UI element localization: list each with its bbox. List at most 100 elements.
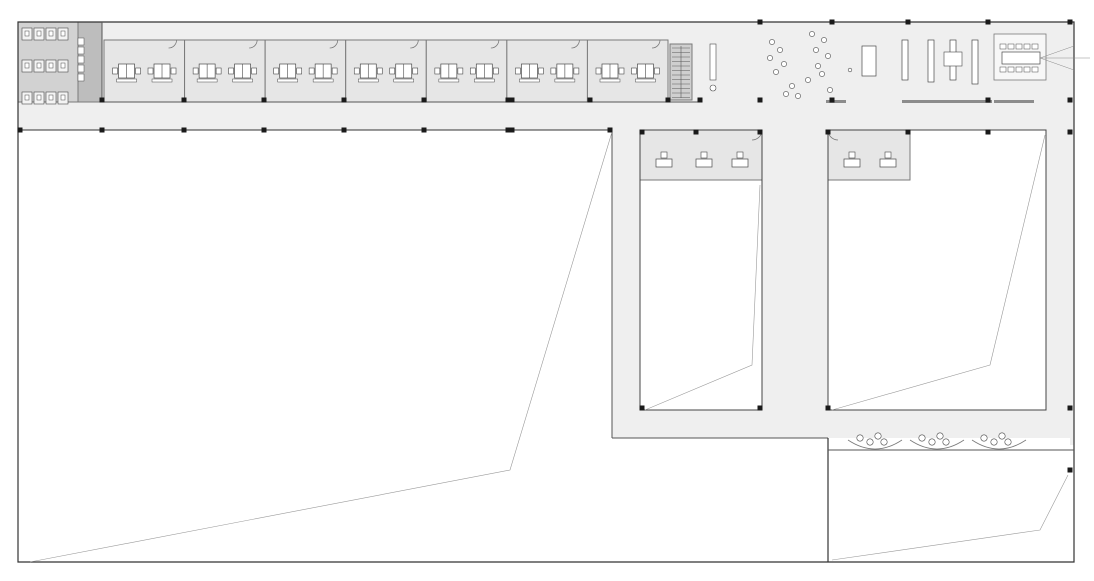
structural-column <box>509 127 515 133</box>
diagonal-line <box>831 134 1046 411</box>
structural-column <box>905 19 911 25</box>
structural-column <box>829 19 835 25</box>
structural-column <box>1067 405 1073 411</box>
structural-column <box>341 97 347 103</box>
office-chair <box>631 67 637 75</box>
pod-seat <box>1004 438 1012 446</box>
office-chair <box>618 67 625 75</box>
toilet-fixture <box>48 62 54 69</box>
structural-column <box>99 127 105 133</box>
pod-seat <box>980 434 988 442</box>
credenza <box>277 78 298 83</box>
workstation-desk <box>655 158 673 168</box>
credenza <box>393 78 414 83</box>
office-chair <box>273 67 280 75</box>
meeting-chair <box>1015 66 1023 73</box>
toilet-fixture <box>24 30 30 37</box>
pod-seat <box>880 438 888 446</box>
door-swing <box>490 39 500 49</box>
lounge-seat <box>805 77 811 83</box>
toilet-fixture <box>60 94 66 101</box>
meeting-chair <box>999 66 1007 73</box>
door-swing <box>249 39 258 49</box>
lounge-seat <box>783 91 789 97</box>
diagonal-line <box>644 184 761 411</box>
lounge-seat <box>767 55 773 61</box>
lounge-seat <box>813 47 819 53</box>
sink <box>77 73 85 82</box>
lounge-seat <box>815 63 821 69</box>
office-chair <box>515 67 521 75</box>
toilet-fixture <box>48 30 54 37</box>
sink <box>77 46 85 55</box>
reception-counter <box>709 43 717 81</box>
office-chair <box>308 67 315 75</box>
credenza <box>474 78 495 83</box>
structural-column <box>693 129 699 135</box>
credenza <box>635 78 656 83</box>
furniture <box>21 27 1090 446</box>
courtyard-office-right <box>827 129 911 181</box>
office-chair <box>469 67 476 75</box>
structural-column <box>1067 97 1073 103</box>
open-area-floor <box>18 130 1074 562</box>
meeting-chair <box>1031 66 1039 73</box>
toilet-fixture <box>60 62 66 69</box>
display-table <box>861 45 877 77</box>
toilet-fixture <box>24 62 30 69</box>
office-chair <box>112 67 118 75</box>
office-chair <box>412 67 419 75</box>
office-chair <box>215 67 222 75</box>
office-chair <box>492 67 499 75</box>
workstation-chair <box>700 151 708 159</box>
structural-column <box>639 405 645 411</box>
office-chair <box>251 67 257 75</box>
pod-seat <box>874 432 882 440</box>
meeting-chair <box>1023 43 1031 50</box>
meeting-chair <box>1031 43 1039 50</box>
pod-seat <box>856 434 864 442</box>
pod-seat <box>936 432 944 440</box>
credenza <box>599 78 621 83</box>
exhibit-bench <box>927 39 935 83</box>
structural-column <box>825 129 831 135</box>
credenza <box>116 78 137 83</box>
office-chair <box>192 67 199 75</box>
toilet-fixture <box>36 30 42 37</box>
diagonal-line <box>29 131 613 563</box>
office-chair <box>135 67 141 75</box>
credenza <box>519 78 540 83</box>
walls <box>17 21 1075 563</box>
toilet-fixture <box>36 94 42 101</box>
structural-column <box>509 97 515 103</box>
structural-column <box>697 97 703 103</box>
structural-column <box>905 129 911 135</box>
exhibit-pod-wall <box>971 439 1027 450</box>
structural-column <box>985 19 991 25</box>
exhibit-bench <box>901 39 909 81</box>
facade-strip <box>902 100 992 103</box>
pod-seat <box>918 434 926 442</box>
lounge-seat <box>825 53 831 59</box>
door-swing <box>168 39 177 49</box>
exhibit-pod-wall <box>909 439 965 450</box>
door-swing <box>329 39 339 49</box>
structural-column <box>181 127 187 133</box>
credenza <box>232 78 253 83</box>
structural-column <box>829 97 835 103</box>
toilet-fixture <box>36 62 42 69</box>
structural-column <box>757 129 763 135</box>
meeting-chair <box>1007 66 1015 73</box>
structural-columns <box>17 19 1073 473</box>
meeting-chair <box>1015 43 1023 50</box>
door-swing <box>410 39 419 49</box>
workstation-desk <box>879 158 897 168</box>
structural-column <box>757 97 763 103</box>
office-chair <box>376 67 383 75</box>
lounge-seat <box>809 31 815 37</box>
lounge-seat <box>789 83 795 89</box>
structural-column <box>421 97 427 103</box>
credenza <box>554 78 576 83</box>
toilet-fixture <box>48 94 54 101</box>
